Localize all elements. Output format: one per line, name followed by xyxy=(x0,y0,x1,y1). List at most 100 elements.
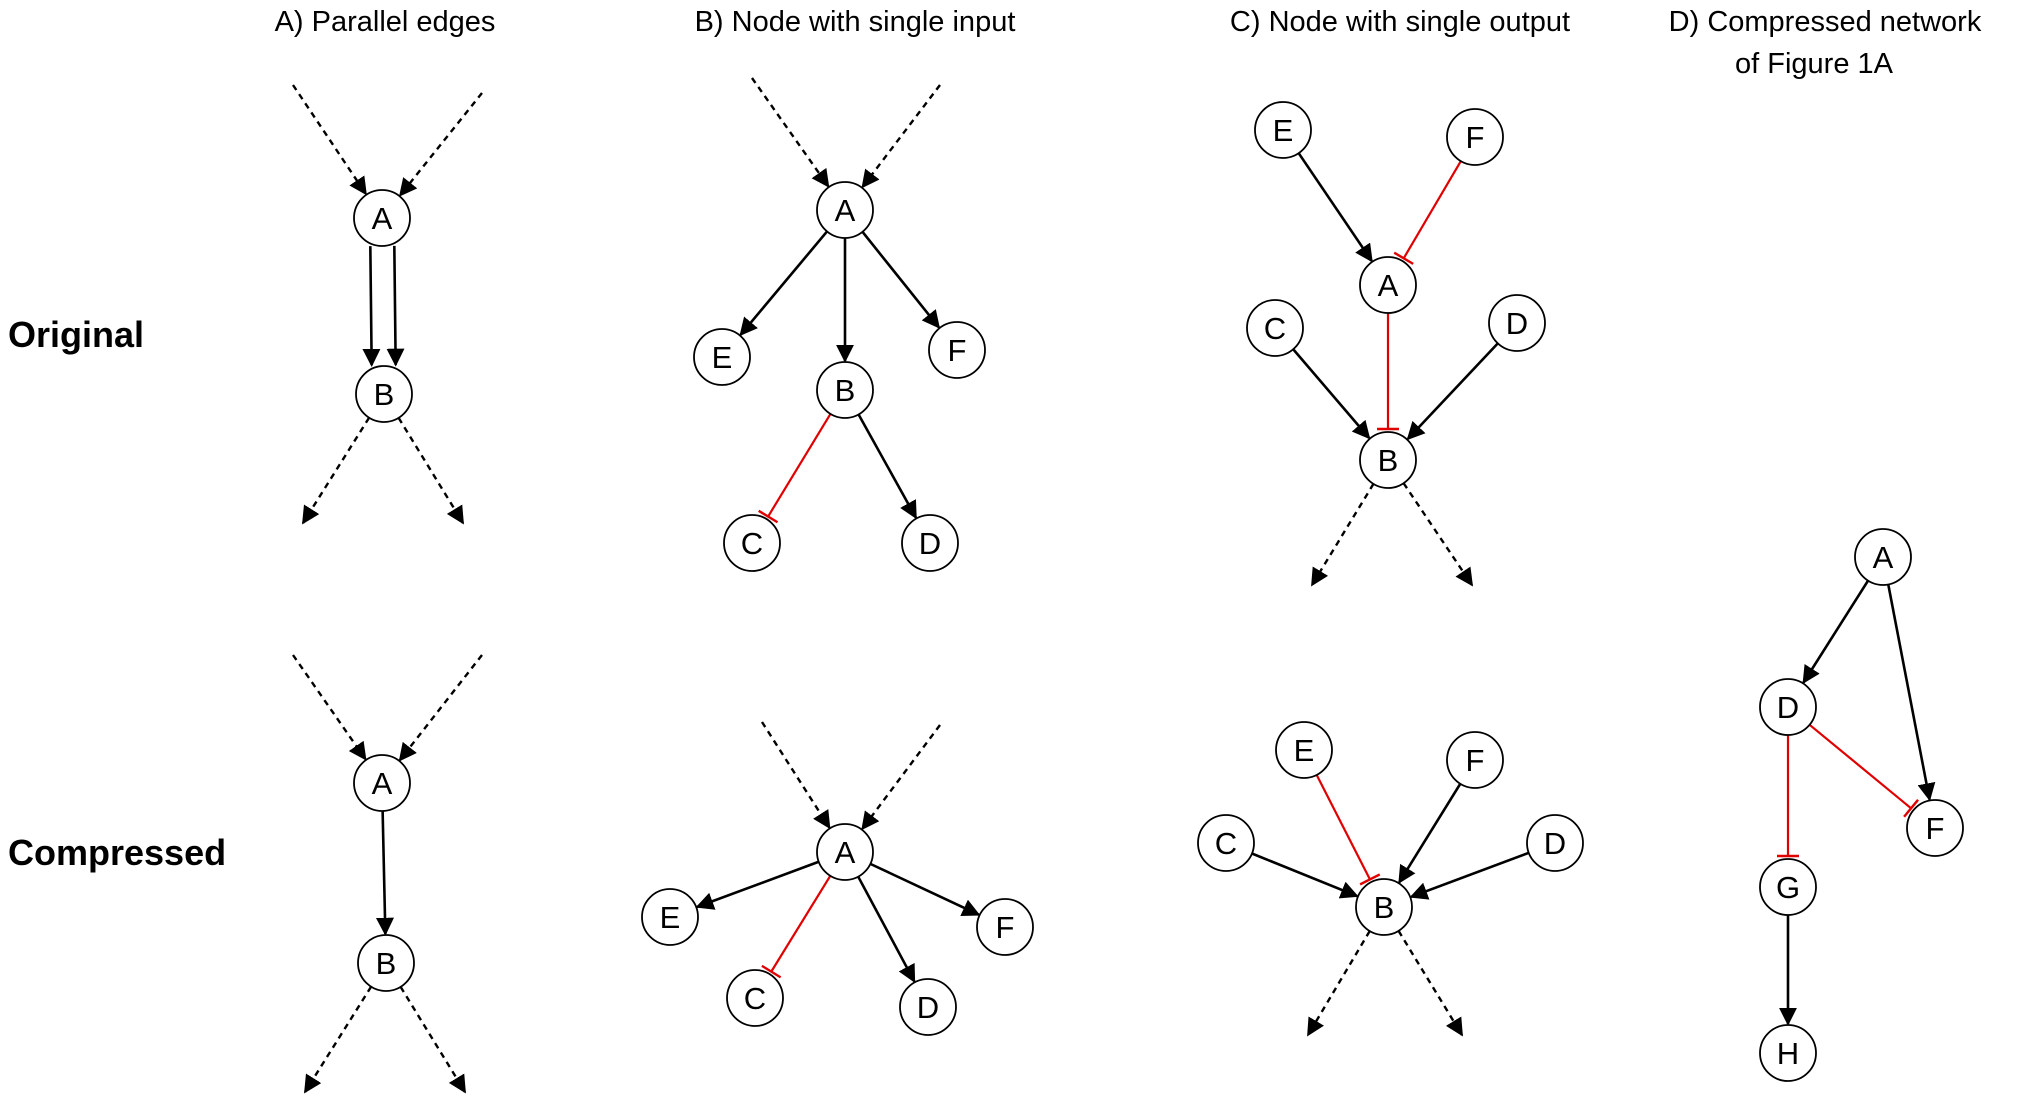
node-label: B xyxy=(374,377,395,412)
row-label-original: Original xyxy=(8,314,144,355)
node-c-original-b: B xyxy=(1359,431,1417,489)
edge-c-compressed-e-b-bar xyxy=(1359,873,1381,886)
dashed-out-c-original-1 xyxy=(1310,483,1375,587)
panel-a-title: A) Parallel edges xyxy=(275,6,496,38)
node-c-original-f: F xyxy=(1446,108,1504,166)
panel-d-title-line1: D) Compressed network xyxy=(1669,6,1982,38)
node-a-compressed-a: A xyxy=(353,754,411,812)
node-b-compressed-c: C xyxy=(726,969,784,1027)
node-label: B xyxy=(1374,890,1395,925)
edge-b-original-b-d xyxy=(857,413,918,520)
edge-c-original-f-a xyxy=(1402,160,1462,259)
edge-c-compressed-f-b xyxy=(1398,783,1462,884)
edge-a-compressed-a-b xyxy=(375,810,394,936)
node-label: A xyxy=(1873,540,1894,575)
node-label: E xyxy=(1273,113,1294,148)
node-label: B xyxy=(376,946,397,981)
node-b-original-a: A xyxy=(816,181,874,239)
node-label: C xyxy=(744,981,766,1016)
node-label: B xyxy=(835,373,856,408)
edge-c-compressed-e-b xyxy=(1315,774,1371,880)
node-a-compressed-b: B xyxy=(357,934,415,992)
node-a-original-a: A xyxy=(353,189,411,247)
edge-b-compressed-a-d xyxy=(857,876,916,984)
edge-b-compressed-a-c xyxy=(770,875,832,973)
node-label: A xyxy=(835,835,856,870)
edge-d-a-d xyxy=(1802,579,1870,685)
node-c-compressed-f: F xyxy=(1446,731,1504,789)
row-label-compressed: Compressed xyxy=(8,832,226,873)
node-label: E xyxy=(1294,733,1315,768)
node-c-compressed-c: C xyxy=(1197,814,1255,872)
edge-b-original-b-c-bar xyxy=(758,509,779,524)
edge-c-compressed-d-b xyxy=(1409,851,1530,900)
node-label: F xyxy=(1926,811,1945,846)
node-a-original-b: B xyxy=(355,365,413,423)
node-label: F xyxy=(1466,743,1485,778)
edge-b-original-b-c xyxy=(767,413,832,518)
node-b-original-e: E xyxy=(693,328,751,386)
node-label: G xyxy=(1776,870,1800,905)
node-b-original-f: F xyxy=(928,321,986,379)
node-label: A xyxy=(372,766,393,801)
dashed-in-a-original-2 xyxy=(398,92,483,197)
node-b-compressed-f: F xyxy=(976,898,1034,956)
edge-b-compressed-a-e xyxy=(695,860,820,910)
edge-b-original-a-f xyxy=(861,231,941,329)
edge-d-d-f-bar xyxy=(1903,799,1919,818)
node-label: A xyxy=(835,193,856,228)
edge-b-compressed-a-c-bar xyxy=(761,964,782,979)
panel-c-title: C) Node with single output xyxy=(1230,6,1570,38)
panel-b-title: B) Node with single input xyxy=(695,6,1016,38)
node-label: E xyxy=(712,340,733,375)
dashed-in-a-original-1 xyxy=(292,84,367,196)
node-d-d: D xyxy=(1759,678,1817,736)
dashed-out-a-original-1 xyxy=(301,417,371,525)
node-label: D xyxy=(1506,306,1528,341)
node-b-compressed-d: D xyxy=(899,978,957,1036)
dashed-in-b-compressed-1 xyxy=(760,721,831,830)
node-label: C xyxy=(1215,826,1237,861)
node-c-original-c: C xyxy=(1246,299,1304,357)
node-label: C xyxy=(1264,311,1286,346)
dashed-out-a-compressed-1 xyxy=(303,986,373,1094)
dashed-in-b-compressed-2 xyxy=(861,724,941,831)
edge-a-original-a-b-1 xyxy=(386,245,405,367)
node-label: E xyxy=(660,900,681,935)
node-c-compressed-b: B xyxy=(1355,878,1413,936)
node-c-compressed-d: D xyxy=(1526,814,1584,872)
node-b-original-d: D xyxy=(901,514,959,572)
dashed-out-c-original-2 xyxy=(1402,482,1474,587)
node-b-compressed-e: E xyxy=(641,888,699,946)
node-label: F xyxy=(948,333,967,368)
edge-a-original-a-b-2 xyxy=(362,246,381,367)
node-label: C xyxy=(741,526,763,561)
node-label: A xyxy=(1378,268,1399,303)
node-label: A xyxy=(372,201,393,236)
node-c-original-d: D xyxy=(1488,294,1546,352)
edge-d-a-f xyxy=(1886,584,1936,802)
node-label: H xyxy=(1777,1036,1799,1071)
panel-d-title-line2: of Figure 1A xyxy=(1735,48,1894,80)
edge-d-d-f xyxy=(1808,723,1912,810)
edge-c-original-f-a-bar xyxy=(1393,251,1414,265)
node-label: D xyxy=(1544,826,1566,861)
edge-b-compressed-a-f xyxy=(869,862,981,916)
node-d-g: G xyxy=(1759,858,1817,916)
node-c-original-e: E xyxy=(1254,101,1312,159)
dashed-out-c-compressed-1 xyxy=(1306,930,1371,1037)
node-label: B xyxy=(1378,443,1399,478)
dashed-in-b-original-2 xyxy=(861,84,941,189)
node-label: F xyxy=(1466,120,1485,155)
node-label: D xyxy=(919,526,941,561)
edge-c-original-d-b xyxy=(1406,342,1499,441)
dashed-in-b-original-1 xyxy=(751,77,830,188)
dashed-out-a-compressed-2 xyxy=(399,986,467,1094)
node-c-original-a: A xyxy=(1359,256,1417,314)
node-b-compressed-a: A xyxy=(816,823,874,881)
node-d-f: F xyxy=(1906,799,1964,857)
node-c-compressed-e: E xyxy=(1275,721,1333,779)
node-b-original-b: B xyxy=(816,361,874,419)
node-label: F xyxy=(996,910,1015,945)
node-d-a: A xyxy=(1854,528,1912,586)
